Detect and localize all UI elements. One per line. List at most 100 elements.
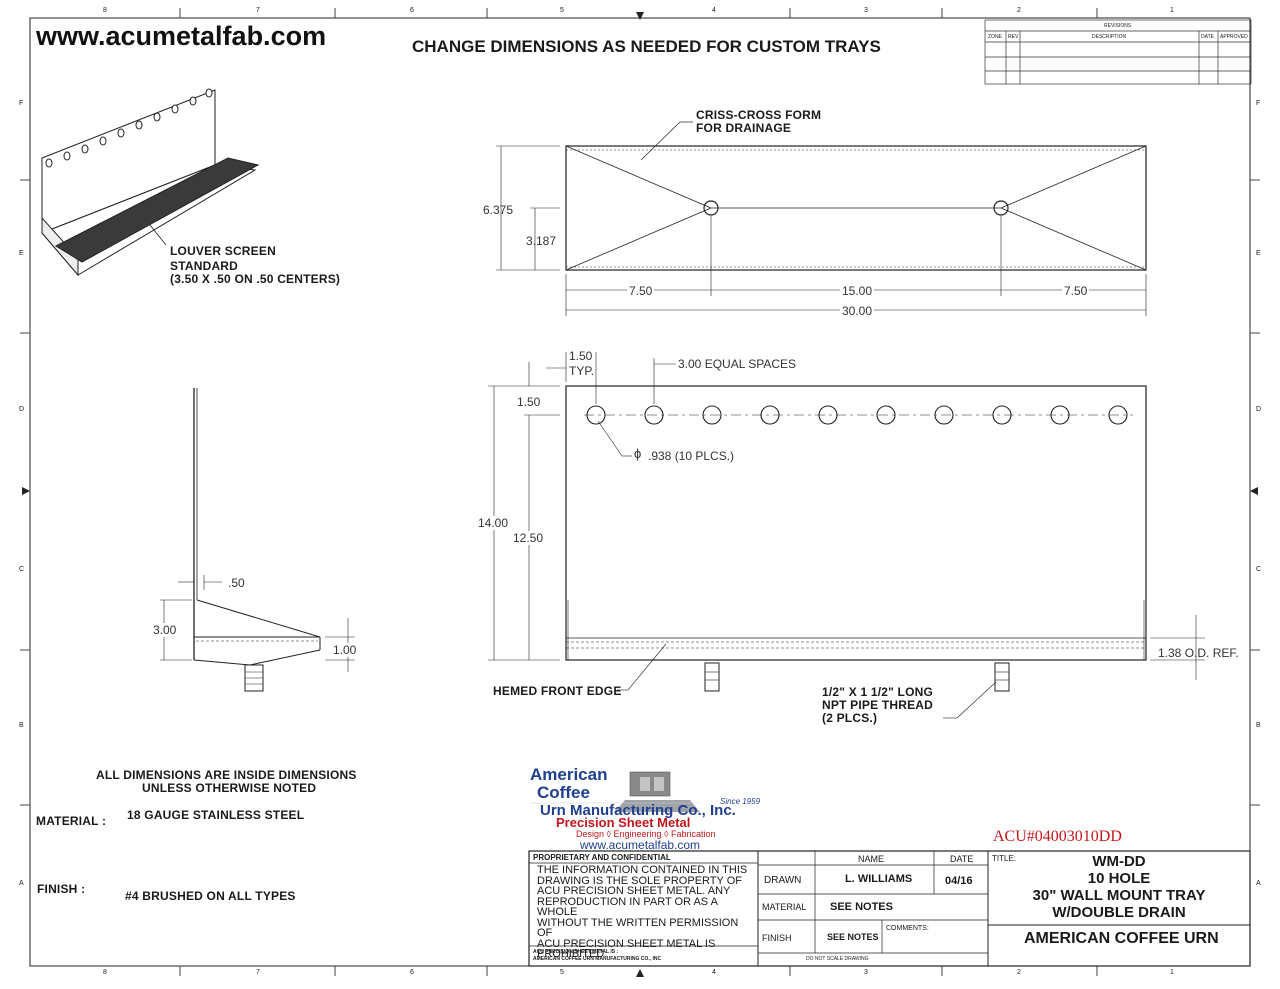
louver-note-line1: LOUVER SCREEN	[170, 244, 276, 258]
center-marks	[22, 12, 1258, 977]
finish-tb-label: FINISH	[762, 933, 792, 943]
logo-urn-mfg: Urn Manufacturing Co., Inc.	[540, 802, 736, 819]
drawn-name: L. WILLIAMS	[845, 873, 913, 885]
dim-top-offset: 1.50	[517, 395, 541, 409]
dim-overall-width: 30.00	[840, 304, 875, 318]
dim-overall-height: 14.00	[478, 516, 509, 530]
finish-tb-value: SEE NOTES	[827, 932, 879, 942]
zone-row-label: C	[19, 566, 25, 573]
zone-col-label: 1	[1170, 7, 1174, 14]
zone-col-label: 5	[560, 7, 564, 14]
dim-half-depth: 3.187	[526, 234, 557, 248]
zone-row-label: F	[19, 100, 24, 107]
title-block	[528, 850, 1251, 967]
zone-col-label: 5	[560, 969, 564, 976]
zone-ticks	[20, 8, 1260, 976]
dim-middle: 15.00	[840, 284, 875, 298]
zone-col-label: 4	[712, 969, 716, 976]
proprietary-line: ACU PRECISION SHEET METAL IS	[537, 937, 716, 950]
zone-col-label: 2	[1017, 969, 1021, 976]
date-header: DATE	[950, 854, 974, 864]
louver-note-line3: (3.50 X .50 ON .50 CENTERS)	[170, 272, 341, 286]
logo-american: American	[530, 765, 608, 784]
zone-row-label: B	[19, 722, 24, 729]
dim-overall-depth: 6.375	[483, 203, 514, 217]
drain-note-line2: FOR DRAINAGE	[696, 121, 792, 135]
proprietary-line: ACU PRECISION SHEET METAL. ANY	[537, 885, 731, 897]
zone-col-label: 1	[1170, 969, 1174, 976]
dim-edge: 1.50	[569, 349, 593, 363]
pipe-note-line3: (2 PLCS.)	[822, 711, 878, 725]
proprietary-line: PROHIBITED.	[537, 948, 608, 960]
zone-col-label: 6	[410, 7, 414, 14]
inside-dims-note-line2: UNLESS OTHERWISE NOTED	[142, 781, 317, 795]
rev-col-description: DESCRIPTION	[1092, 34, 1127, 40]
zone-col-label: 8	[103, 7, 107, 14]
zone-row-label: C	[1256, 566, 1262, 573]
logo-urn-graphic	[530, 771, 700, 812]
dim-thickness: .50	[228, 576, 245, 590]
dim-left: 7.50	[627, 284, 655, 298]
zone-col-label: 6	[410, 969, 414, 976]
phi-symbol: ϕ	[634, 446, 642, 461]
no-scale-note: DO NOT SCALE DRAWING	[806, 956, 869, 962]
logo-coffee: Coffee	[537, 783, 590, 802]
logo-url: www.acumetalfab.com	[580, 838, 701, 852]
proprietary-line: REPRODUCTION IN PART OR AS A WHOLE	[537, 895, 718, 918]
change-note: CHANGE DIMENSIONS AS NEEDED FOR CUSTOM T…	[412, 37, 881, 56]
revision-table	[984, 19, 1252, 85]
zone-col-label: 7	[256, 969, 260, 976]
zone-row-label: F	[1256, 100, 1261, 107]
front-view	[488, 352, 1205, 719]
material-tb-value: SEE NOTES	[830, 901, 893, 913]
zone-row-label: E	[19, 250, 24, 257]
drain-note-line1: CRISS-CROSS FORM	[696, 108, 822, 122]
logo-precision-sheet-metal: Precision Sheet Metal	[556, 815, 691, 830]
proprietary-line: WITHOUT THE WRITTEN PERMISSION OF	[537, 916, 739, 939]
material-tb-label: MATERIAL	[762, 902, 807, 912]
drawing-title: WM-DD 10 HOLE 30" WALL MOUNT TRAY W/DOUB…	[988, 853, 1250, 921]
zone-col-label: 3	[864, 7, 868, 14]
owner-line2: AMERICAN COFFEE URN MANUFACTURING CO., I…	[533, 956, 662, 962]
part-number: ACU#04003010DD	[993, 828, 1122, 845]
zone-row-label: D	[19, 406, 25, 413]
finish-label: FINISH :	[37, 882, 86, 896]
rev-col-approved: APPROVED	[1220, 34, 1248, 40]
zone-col-label: 8	[103, 969, 107, 976]
drawn-label: DRAWN	[764, 875, 802, 886]
top-view	[496, 121, 1147, 316]
rev-col-zone: ZONE	[988, 34, 1002, 40]
proprietary-line: THE INFORMATION CONTAINED IN THIS	[537, 864, 748, 876]
zone-row-label: A	[19, 880, 24, 887]
website-link[interactable]: www.acumetalfab.com	[36, 21, 327, 51]
material-value: 18 GAUGE STAINLESS STEEL	[127, 808, 305, 822]
owner-line1: ACU PRECISION SHEET METAL IS :	[533, 949, 619, 955]
title-line: 30" WALL MOUNT TRAY	[1032, 887, 1206, 904]
company-name: AMERICAN COFFEE URN	[1024, 930, 1219, 947]
dim-spacing: 3.00 EQUAL SPACES	[678, 357, 797, 371]
dim-hole-dia: .938 (10 PLCS.)	[648, 449, 735, 463]
rev-col-rev: REV	[1008, 34, 1019, 40]
title-line: WM-DD	[1092, 853, 1146, 870]
zone-row-label: A	[1256, 880, 1261, 887]
dim-back-height: 3.00	[153, 623, 177, 637]
dim-typ: TYP.	[569, 364, 595, 378]
louver-note-line2: STANDARD	[170, 259, 239, 273]
finish-value: #4 BRUSHED ON ALL TYPES	[125, 889, 296, 903]
proprietary-text: THE INFORMATION CONTAINED IN THIS DRAWIN…	[537, 865, 753, 960]
zone-col-label: 7	[256, 7, 260, 14]
material-label: MATERIAL :	[36, 814, 107, 828]
logo-tagline: Design ◊ Engineering ◊ Fabrication	[576, 829, 716, 839]
drawn-date: 04/16	[945, 875, 973, 887]
zone-col-label: 4	[712, 7, 716, 14]
hemmed-note: HEMED FRONT EDGE	[493, 684, 622, 698]
iso-view	[41, 88, 260, 277]
logo-since: Since 1959	[720, 797, 761, 806]
zone-col-label: 3	[864, 969, 868, 976]
zone-row-label: D	[1256, 406, 1262, 413]
zone-row-label: B	[1256, 722, 1261, 729]
dim-panel-height: 12.50	[513, 531, 544, 545]
comments-label: COMMENTS:	[886, 925, 929, 932]
pipe-note-line2: NPT PIPE THREAD	[822, 698, 934, 712]
